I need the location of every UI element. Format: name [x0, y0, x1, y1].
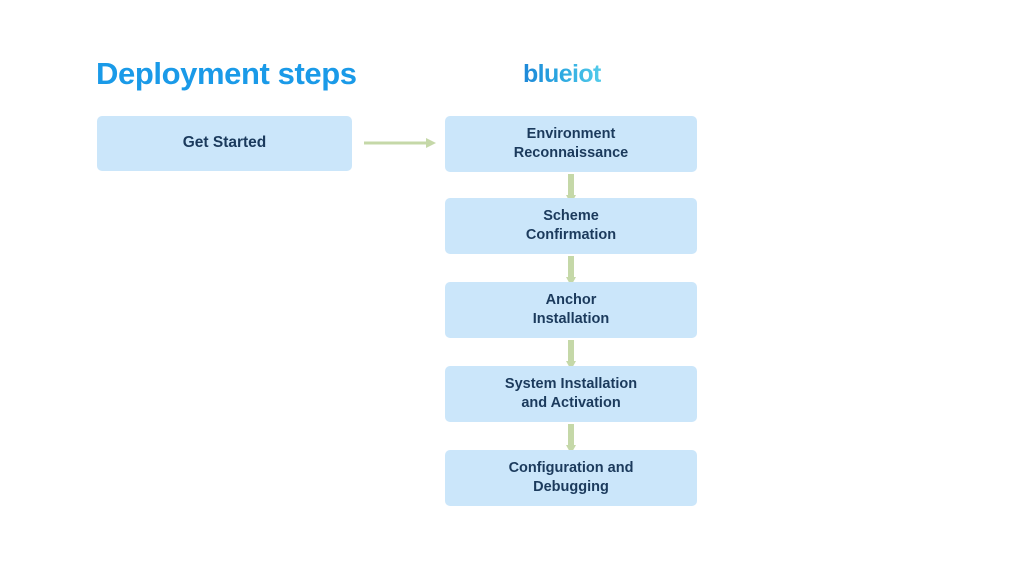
- arrow-down-icon: [566, 340, 576, 370]
- flow-box-line-2: Debugging: [533, 479, 609, 495]
- flow-box-line-1: Environment: [526, 125, 616, 142]
- flow-box-line-2: Installation: [532, 311, 610, 327]
- flow-box-anchor-installation[interactable]: Anchor Installation: [445, 282, 697, 338]
- arrow-down-icon: [566, 256, 576, 286]
- flow-box-configuration-and-debugging[interactable]: Configuration and Debugging: [445, 450, 697, 506]
- flow-box-line-2: Confirmation: [525, 227, 617, 243]
- flow-box-line-2: and Activation: [521, 395, 621, 411]
- flow-box-line-1: Anchor: [545, 291, 597, 308]
- flow-box-environment-reconnaissance[interactable]: Environment Reconnaissance: [445, 116, 697, 172]
- flow-box-get-started-label: Get Started: [182, 134, 267, 152]
- arrow-down-icon: [566, 424, 576, 454]
- flow-box-line-1: Configuration and: [508, 459, 634, 476]
- flow-box-get-started[interactable]: Get Started: [97, 116, 352, 171]
- arrow-right-icon: [364, 138, 436, 148]
- flow-box-line-1: System Installation: [504, 375, 638, 392]
- flow-box-scheme-confirmation[interactable]: Scheme Confirmation: [445, 198, 697, 254]
- flow-box-line-2: Reconnaissance: [513, 145, 629, 161]
- flow-box-system-installation-and-activation[interactable]: System Installation and Activation: [445, 366, 697, 422]
- blueiot-logo: blueiot: [523, 60, 601, 88]
- flow-box-line-1: Scheme: [543, 207, 599, 224]
- page-title: Deployment steps: [96, 56, 357, 91]
